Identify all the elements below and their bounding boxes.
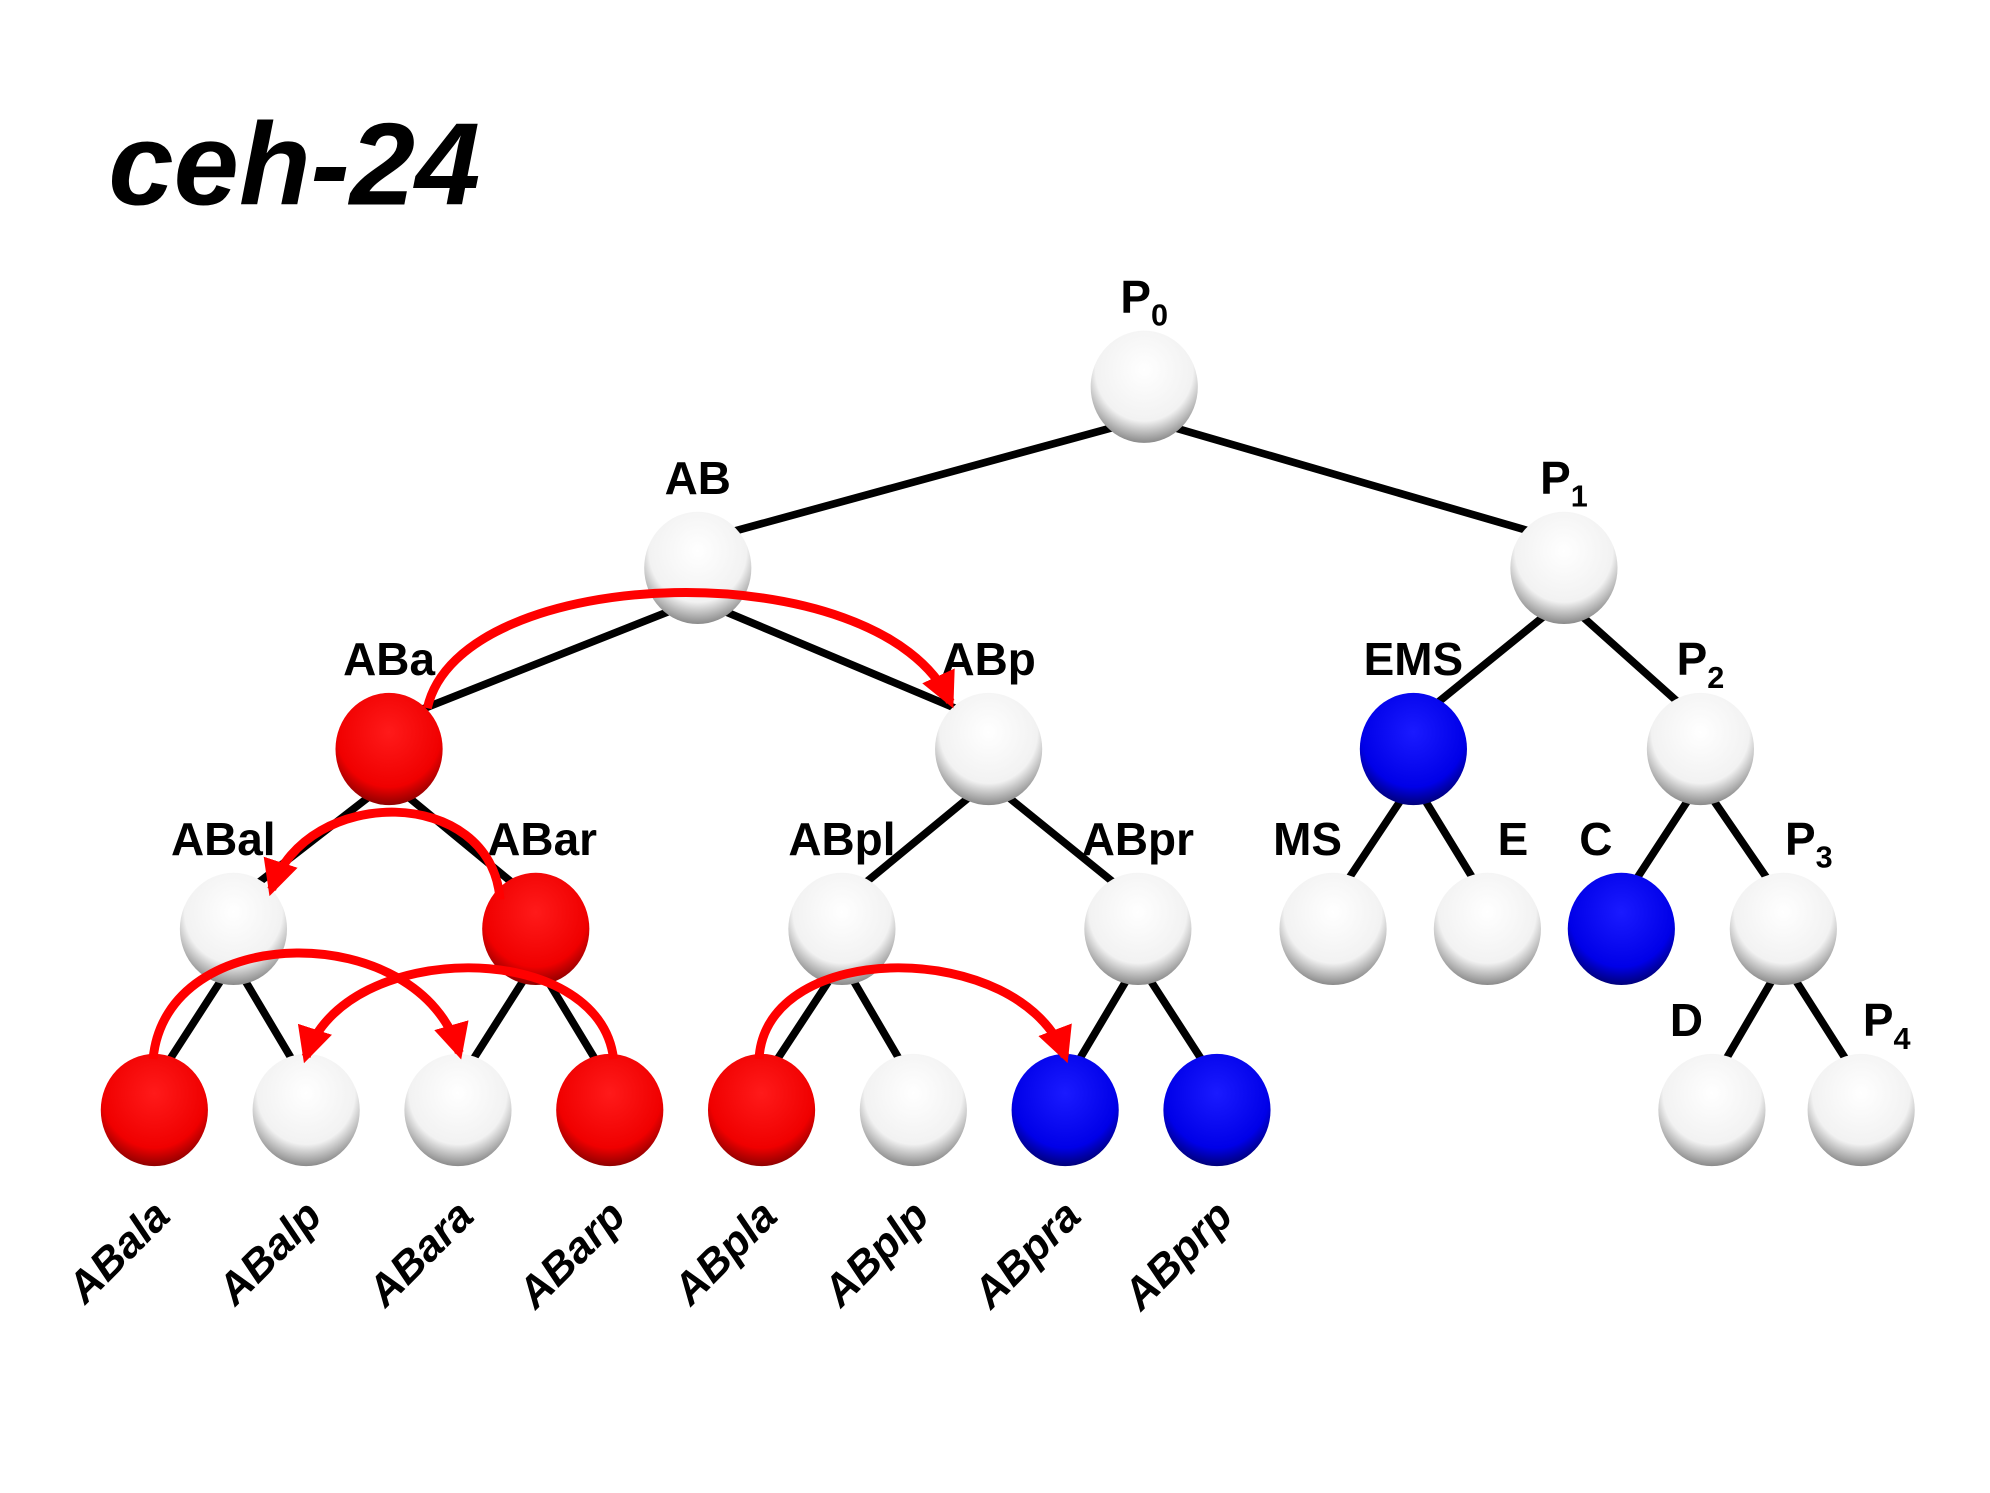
cell-label-ABara: ABara — [358, 1192, 483, 1317]
cell-label-ABpl: ABpl — [788, 813, 895, 865]
cell-label-ABal: ABal — [171, 813, 276, 865]
cell-label-P1: P1 — [1540, 452, 1588, 514]
cell-node-ABar — [482, 872, 590, 986]
cell-label-ABar: ABar — [487, 813, 597, 865]
cell-label-D: D — [1670, 994, 1703, 1046]
gene-title: ceh-24 — [108, 98, 480, 229]
cell-node-ABarp — [556, 1053, 664, 1167]
cell-label-E: E — [1498, 813, 1529, 865]
cell-node-ABalp — [252, 1053, 360, 1167]
cell-label-EMS: EMS — [1364, 633, 1463, 685]
cell-label-ABpra: ABpra — [963, 1192, 1090, 1319]
cell-label-ABp: ABp — [941, 633, 1035, 685]
arrow-ABar-ABal — [263, 807, 505, 900]
cell-node-P0 — [1090, 330, 1198, 443]
edge-AB-ABa — [387, 596, 700, 726]
cell-label-P4: P4 — [1863, 994, 1911, 1056]
cell-label-C: C — [1579, 813, 1612, 865]
cell-node-D — [1658, 1053, 1766, 1167]
arrow-ABala-ABara — [148, 948, 469, 1060]
cell-label-ABpr: ABpr — [1082, 813, 1194, 865]
cell-node-ABala — [100, 1053, 208, 1167]
cell-node-P3 — [1729, 872, 1837, 986]
cell-label-ABpla: ABpla — [663, 1192, 786, 1315]
cell-node-AB — [644, 511, 752, 625]
cell-label-P2: P2 — [1677, 633, 1725, 695]
cell-node-EMS — [1359, 692, 1467, 806]
cell-node-ABpr — [1084, 872, 1192, 986]
arrow-ABa-ABp — [422, 588, 955, 710]
migration-arrows — [148, 588, 1072, 1064]
cell-label-ABprp: ABprp — [1114, 1192, 1242, 1320]
cell-node-ABpla — [707, 1053, 816, 1167]
cell-node-ABpra — [1011, 1053, 1119, 1167]
cell-node-MS — [1279, 872, 1387, 986]
cell-label-ABplp: ABplp — [813, 1192, 938, 1317]
cell-node-P1 — [1510, 511, 1618, 625]
cell-label-AB: AB — [665, 452, 731, 504]
cell-node-ABa — [335, 692, 443, 806]
edge-P0-P1 — [1143, 415, 1566, 545]
cell-node-ABplp — [859, 1053, 967, 1167]
cell-node-ABp — [935, 692, 1043, 806]
cell-label-P3: P3 — [1785, 813, 1833, 875]
cell-label-P0: P0 — [1120, 271, 1168, 333]
cell-label-ABala: ABala — [58, 1192, 180, 1314]
cell-node-P4 — [1807, 1053, 1915, 1167]
edge-P0-AB — [696, 415, 1146, 545]
arrow-ABpla-ABpra — [754, 963, 1072, 1064]
cell-node-ABara — [404, 1053, 512, 1167]
arrow-ABarp-ABalp — [297, 963, 619, 1064]
cell-node-C — [1567, 872, 1675, 986]
cell-node-ABprp — [1163, 1053, 1271, 1167]
cell-node-P2 — [1646, 692, 1755, 806]
cell-label-ABarp: ABarp — [508, 1192, 635, 1319]
cell-label-ABalp: ABalp — [208, 1192, 331, 1315]
cell-node-ABpl — [788, 872, 896, 986]
cell-node-E — [1433, 872, 1541, 986]
cell-label-MS: MS — [1273, 813, 1342, 865]
cell-nodes — [100, 330, 1915, 1167]
cell-label-ABa: ABa — [343, 633, 435, 685]
